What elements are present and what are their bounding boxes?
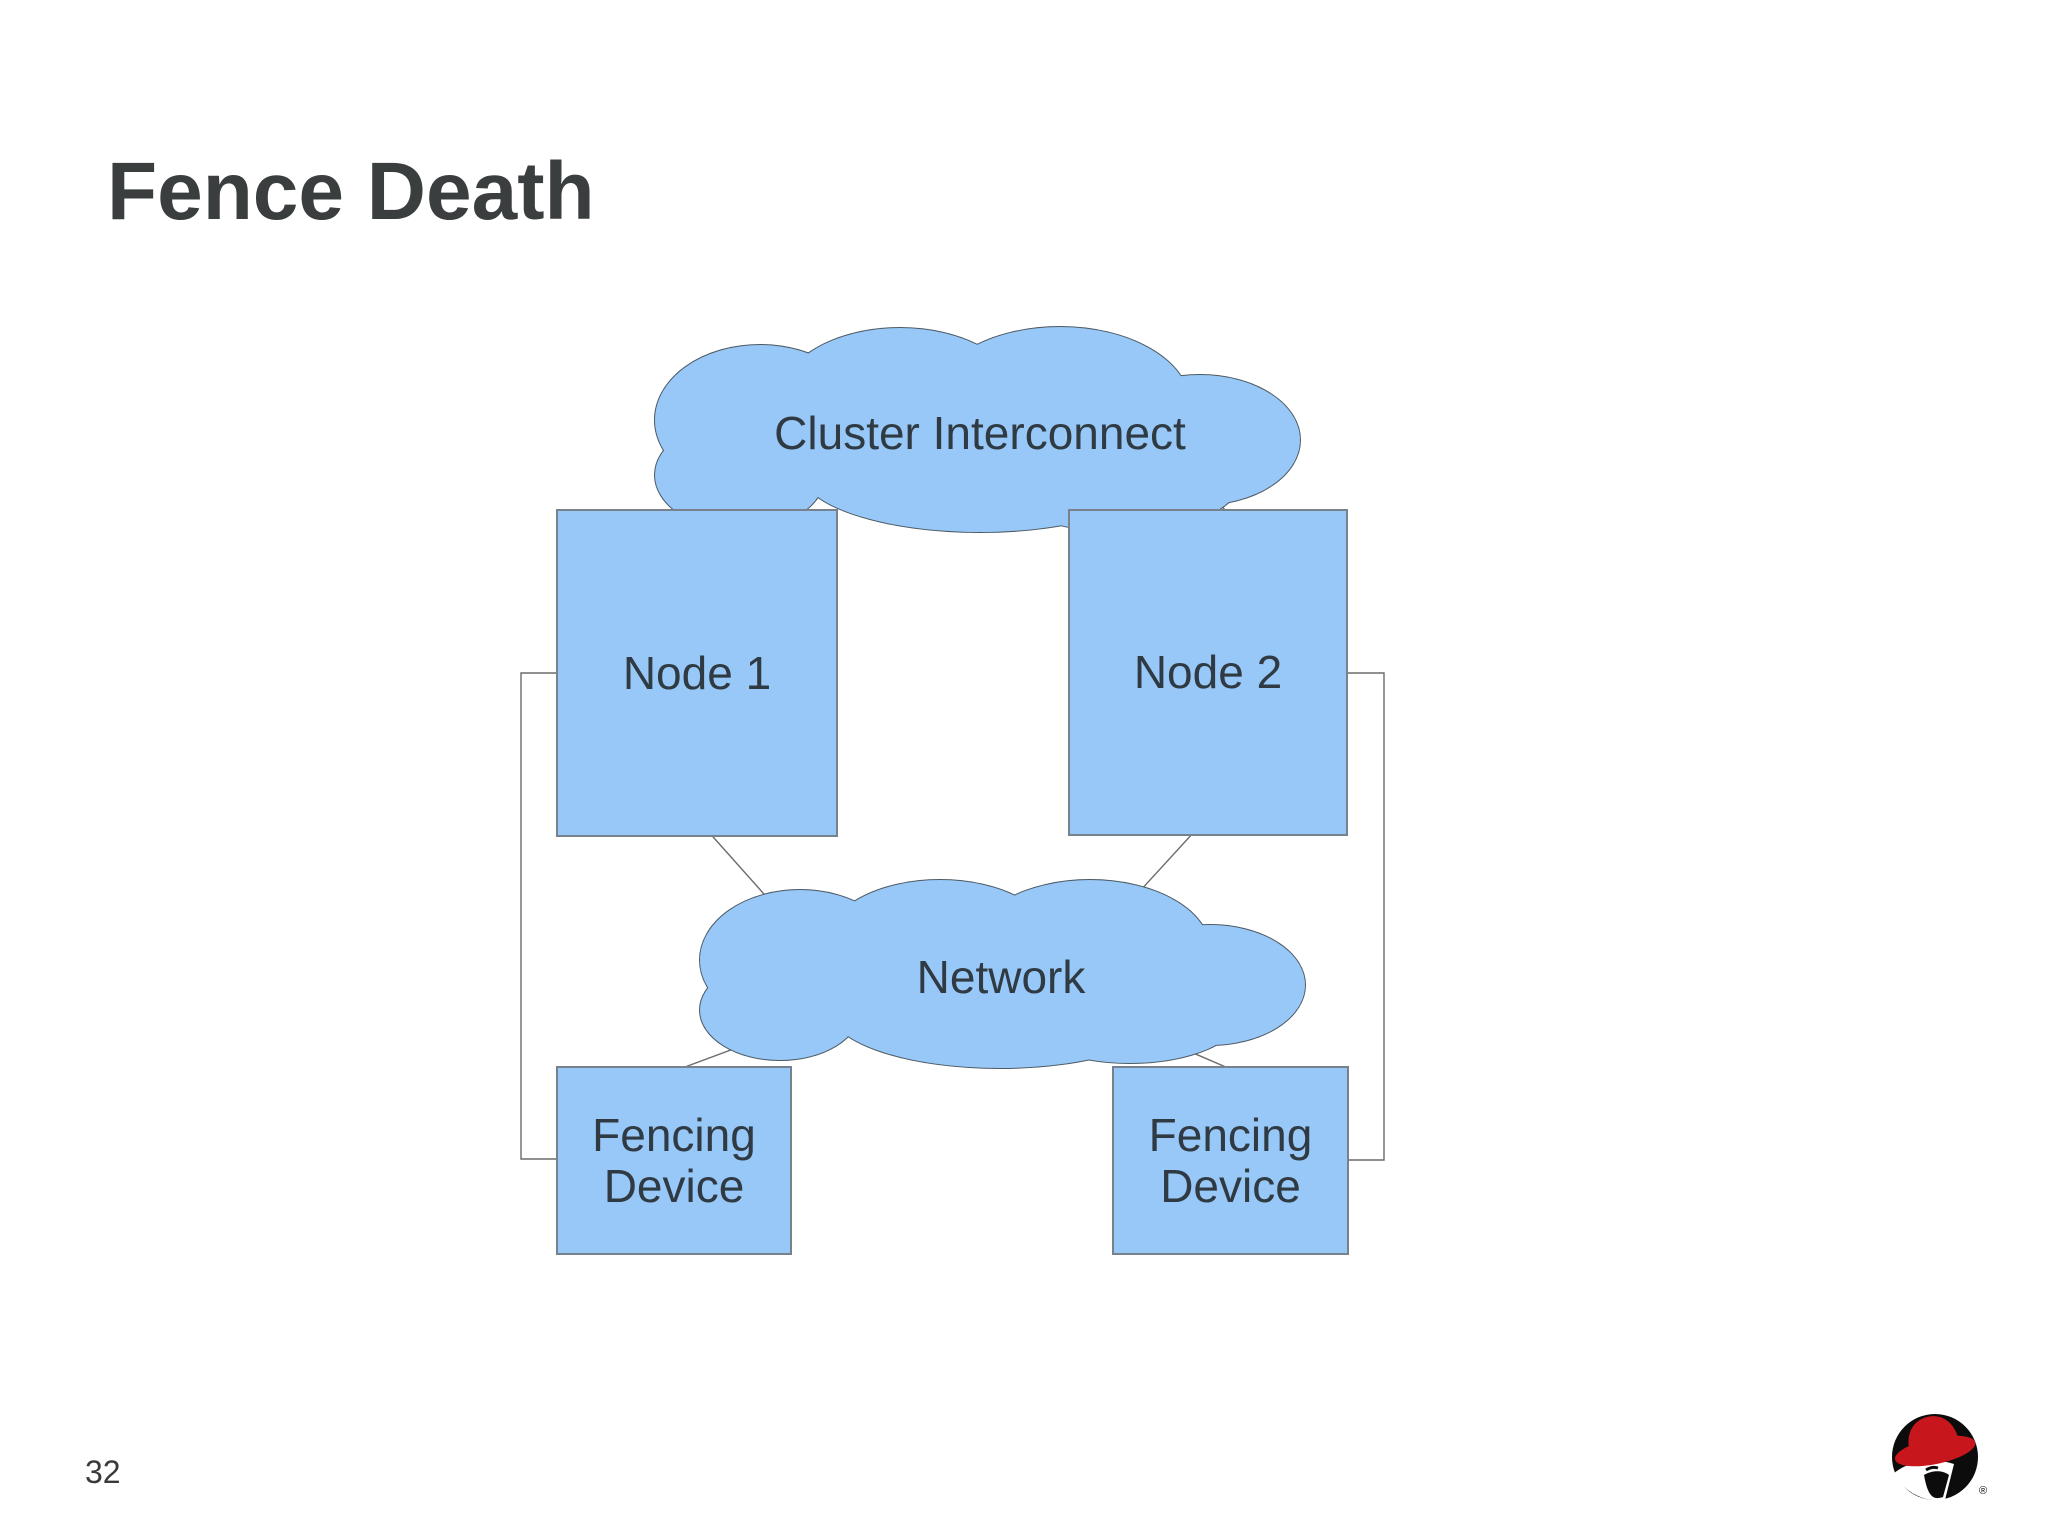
shadowman-chin	[1924, 1471, 1949, 1499]
network-cloud	[699, 879, 1306, 1069]
fencing-device-right-box	[1112, 1066, 1349, 1255]
page-title: Fence Death	[107, 146, 595, 237]
redhat-logo: ®	[1892, 1414, 1987, 1501]
connector-node1-fencing-left-elbow	[520, 672, 560, 1160]
page-number: 32	[85, 1454, 121, 1490]
fedora-icon	[1895, 1416, 1976, 1467]
registered-mark: ®	[1979, 1485, 1987, 1497]
cluster-interconnect-cloud	[654, 326, 1301, 533]
node2-box	[1068, 509, 1348, 836]
fencing-device-left-box	[556, 1066, 792, 1255]
node1-box	[556, 509, 838, 837]
connector-node2-fencing-right-elbow	[1345, 672, 1385, 1161]
mustache-mark	[1925, 1465, 1939, 1472]
